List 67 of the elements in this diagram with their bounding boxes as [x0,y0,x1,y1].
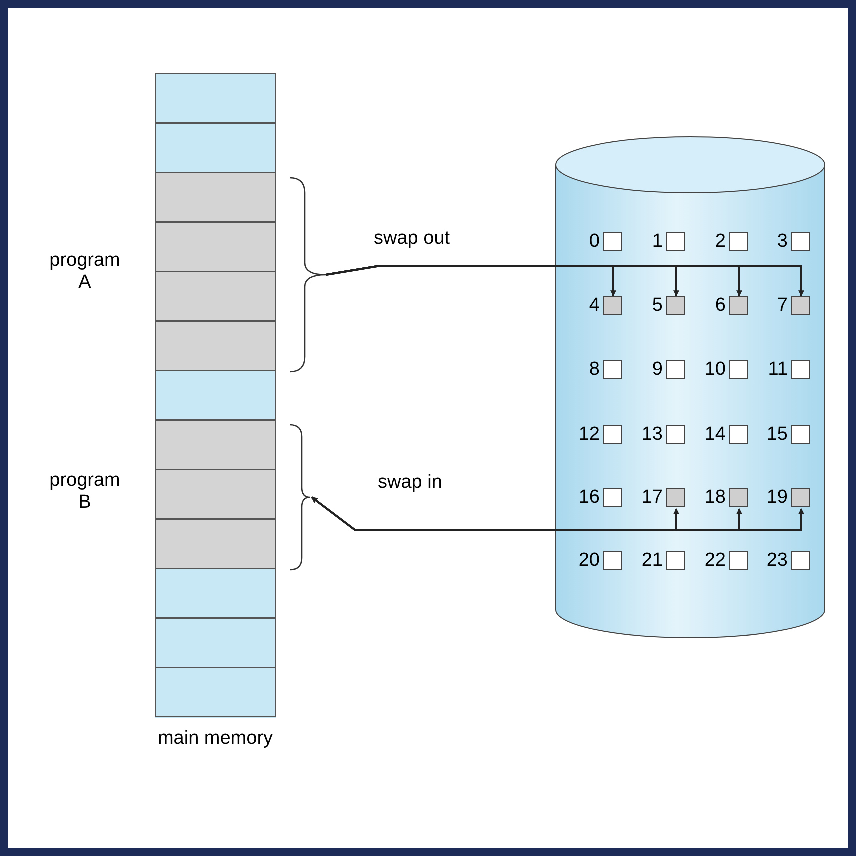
disk-block [603,551,622,570]
memory-cell [155,667,276,717]
block-number: 23 [766,551,788,571]
block-number: 22 [704,551,726,571]
block-number: 16 [578,488,600,508]
block-number: 8 [588,360,600,380]
memory-cell [155,122,276,172]
block-number: 5 [651,296,663,316]
block-number: 19 [766,488,788,508]
memory-cell [155,568,276,618]
program-label: program B [48,470,122,514]
memory-cell [155,518,276,568]
disk-block [791,425,810,444]
disk-block [729,232,748,251]
block-number: 10 [704,360,726,380]
block-number: 3 [776,232,788,252]
disk-block [666,360,685,379]
disk-block [729,296,748,315]
edge-label: swap in [376,472,444,494]
disk-block [791,296,810,315]
block-number: 20 [578,551,600,571]
block-number: 1 [651,232,663,252]
curly-brace [290,424,311,571]
disk-block [666,488,685,507]
block-number: 15 [766,425,788,445]
block-number: 12 [578,425,600,445]
disk-block [791,488,810,507]
memory-cell [155,469,276,519]
disk-block [729,425,748,444]
memory-cell [155,320,276,370]
disk-block [729,360,748,379]
curly-brace [290,177,327,373]
memory-cell [155,370,276,420]
block-number: 13 [640,425,663,445]
disk-block [603,488,622,507]
disk-block [603,360,622,379]
disk-block [666,425,685,444]
block-number: 0 [588,232,600,252]
block-number: 21 [640,551,663,571]
disk-block [791,360,810,379]
memory-cell [155,172,276,222]
disk-block [791,232,810,251]
block-number: 17 [640,488,663,508]
disk-block [603,296,622,315]
program-label: program A [48,250,122,294]
block-number: 4 [588,296,600,316]
memory-cell [155,420,276,470]
memory-caption: main memory [156,728,274,750]
block-number: 6 [714,296,726,316]
block-number: 9 [651,360,663,380]
disk-block [729,488,748,507]
block-number: 11 [767,360,788,380]
memory-cell [155,618,276,668]
disk-block [791,551,810,570]
memory-cell [155,73,276,123]
disk-block [666,296,685,315]
block-number: 14 [704,425,726,445]
block-number: 18 [704,488,726,508]
disk-block [603,425,622,444]
disk-block [666,551,685,570]
disk-block [729,551,748,570]
disk-block [666,232,685,251]
disk-block [603,232,622,251]
memory-cell [155,222,276,272]
block-number: 7 [776,296,788,316]
memory-cell [155,271,276,321]
block-number: 2 [714,232,726,252]
